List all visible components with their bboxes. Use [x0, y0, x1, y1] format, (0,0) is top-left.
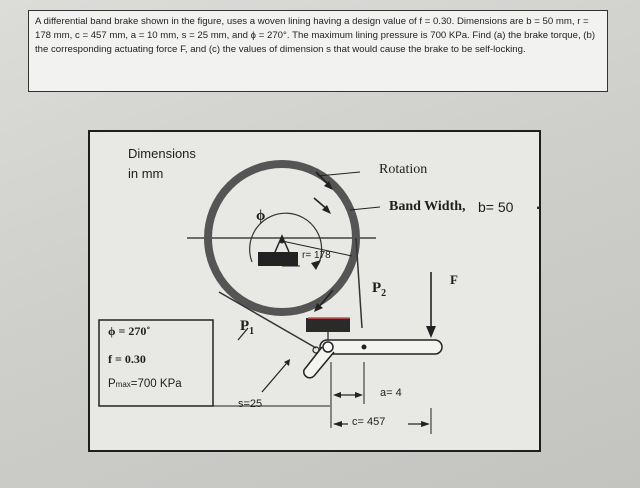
- band-width-leader: [349, 206, 381, 211]
- p2-label: P2: [372, 280, 387, 299]
- force-label: F: [450, 272, 458, 287]
- rotation-arrowhead-low: [314, 303, 323, 312]
- radius-line: [281, 240, 353, 257]
- band-width-value: b= 50: [478, 199, 514, 215]
- band-width-label: Band Width,: [389, 199, 466, 214]
- phi-symbol: ϕ: [256, 208, 266, 224]
- dimensions-unit: in mm: [128, 166, 164, 181]
- band-pin-left: [312, 346, 320, 354]
- p1-label: P1: [240, 318, 255, 337]
- band-left-tangent: [218, 291, 317, 349]
- dimensions-title: Dimensions: [128, 146, 196, 161]
- c-dimension-label: c= 457: [352, 416, 386, 428]
- rotation-arrowhead-top: [324, 181, 333, 190]
- pivot-base: [258, 252, 298, 266]
- a-dimension-label: a= 4: [380, 387, 402, 399]
- lever-pivot-pin: [322, 341, 334, 353]
- problem-statement: A differential band brake shown in the f…: [28, 10, 608, 92]
- s-leader: [261, 363, 287, 393]
- lever-arm: [319, 339, 443, 355]
- legend-f: f = 0.30: [108, 352, 146, 366]
- legend-phi: ϕ = 270˚: [108, 324, 151, 338]
- s-dimension-label: s=25: [238, 398, 263, 410]
- radius-label: r= 178: [302, 250, 331, 261]
- legend-box: [98, 319, 214, 407]
- center-pivot: [274, 234, 290, 253]
- legend-pmax: Pmax=700 KPa: [108, 378, 182, 390]
- dot-mark: .: [536, 196, 541, 213]
- rotation-arrowhead-mid: [322, 205, 331, 214]
- band-pin-right: [361, 344, 367, 350]
- band-right-tangent: [355, 237, 363, 329]
- lever-bent-end: [302, 346, 335, 379]
- lever-support: [306, 318, 350, 332]
- inner-arrowhead: [311, 260, 321, 270]
- rotation-label: Rotation: [379, 162, 428, 177]
- inner-rotation-arc: [249, 212, 323, 266]
- force-arrowhead: [426, 326, 436, 338]
- problem-text: A differential band brake shown in the f…: [35, 16, 596, 56]
